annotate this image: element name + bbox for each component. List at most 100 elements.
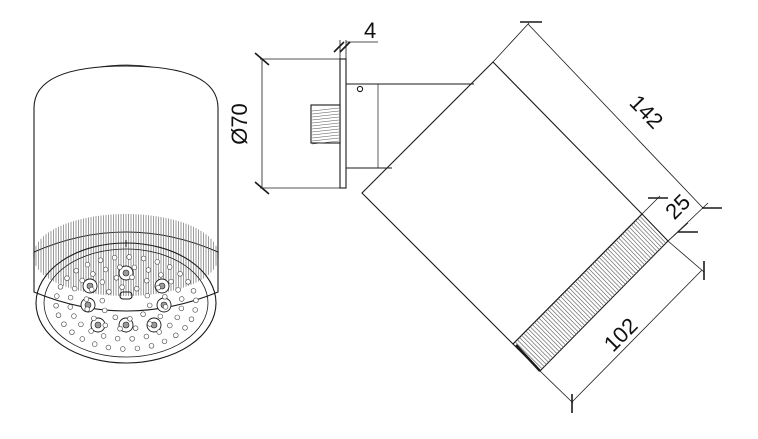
thread-lines (311, 107, 340, 145)
knurl-line (611, 244, 639, 272)
small-nozzle (71, 313, 77, 319)
small-nozzle (54, 293, 60, 299)
knurl-line (639, 215, 667, 244)
small-nozzle (140, 255, 147, 262)
knurl-line (529, 326, 558, 354)
small-nozzle (175, 287, 181, 293)
small-nozzle (84, 306, 90, 312)
knurl-line (521, 335, 549, 363)
knurl-line (514, 341, 543, 370)
knurl-line (622, 233, 650, 261)
knurl-line (517, 339, 545, 367)
knurl-line (527, 328, 556, 357)
small-nozzle (119, 284, 125, 290)
knurl-line (598, 257, 626, 285)
ring-ext-top (641, 195, 661, 215)
small-nozzle (179, 296, 185, 302)
small-nozzle (99, 279, 106, 285)
small-nozzle (131, 264, 138, 271)
small-nozzle (143, 333, 150, 340)
knurl-line (523, 332, 551, 361)
small-nozzle (117, 264, 123, 270)
thread-line (311, 110, 340, 115)
knurl-line (560, 296, 588, 324)
knurl-line (570, 285, 598, 313)
small-nozzle (162, 294, 168, 300)
flange-dim-tick-bottom (254, 181, 270, 195)
perspective-top-edge (99, 64, 153, 68)
small-nozzle (112, 314, 119, 320)
angled-knurl-lines (514, 215, 667, 370)
small-nozzle (134, 286, 140, 292)
knurl-line (615, 239, 643, 268)
knurl-line (555, 300, 583, 328)
small-nozzle (78, 321, 84, 328)
knurl-line (592, 263, 620, 292)
knurl-line (588, 267, 615, 296)
length-ext-top (492, 22, 530, 63)
thickness-tick-a (333, 41, 345, 53)
knurl-line (624, 231, 652, 259)
small-nozzle (140, 311, 146, 317)
knurl-line (609, 246, 637, 274)
knurl-line (631, 224, 658, 253)
small-nozzle (182, 325, 188, 331)
small-nozzle (111, 254, 118, 261)
small-nozzle (102, 266, 109, 273)
perspective-body-outline (33, 65, 219, 258)
small-nozzle (134, 345, 141, 352)
diameter-ext-bottom (539, 370, 574, 404)
knurl-line (613, 241, 641, 270)
small-nozzle (91, 315, 97, 322)
small-nozzle (91, 341, 98, 347)
small-nozzle (174, 314, 181, 321)
small-nozzle (71, 285, 78, 292)
small-nozzle (190, 288, 197, 294)
knurl-line (583, 272, 611, 300)
small-nozzle (79, 336, 86, 342)
small-nozzle (117, 326, 123, 332)
knurl-line (557, 298, 586, 326)
knurl-line (532, 324, 560, 352)
small-nozzle (154, 259, 161, 265)
angled-ring-shadow (515, 344, 541, 372)
small-nozzle (99, 297, 106, 304)
small-nozzle (114, 335, 121, 342)
small-nozzle (167, 264, 173, 270)
thickness-tick-b (339, 41, 351, 53)
small-nozzle (88, 286, 95, 293)
small-nozzle (185, 279, 191, 285)
small-nozzle (67, 294, 74, 301)
small-nozzle (64, 275, 70, 281)
small-nozzle (162, 304, 169, 310)
large-nozzle-core (122, 269, 130, 277)
small-nozzle (129, 336, 135, 342)
small-nozzle (126, 254, 132, 260)
thread-line (311, 119, 340, 124)
small-nozzle (84, 261, 91, 268)
diameter-ext-top (667, 240, 705, 273)
small-nozzle (156, 329, 162, 335)
diameter-dim-line (571, 269, 703, 403)
small-nozzle (193, 297, 199, 303)
diameter-label: 102 (599, 313, 643, 357)
knurl-line (519, 337, 547, 365)
small-nozzle (100, 333, 107, 339)
thread-line (311, 140, 340, 145)
thickness-label: 4 (364, 18, 376, 43)
knurl-line (620, 235, 647, 263)
knurl-line (585, 270, 613, 298)
small-nozzle (167, 322, 173, 329)
small-nozzle (129, 274, 135, 280)
thread-line (311, 134, 340, 139)
small-nozzle (158, 272, 164, 278)
small-nozzle (61, 321, 67, 327)
knurl-line (637, 218, 664, 246)
small-nozzle (120, 346, 126, 352)
small-nozzle (113, 275, 120, 281)
small-nozzle (53, 303, 59, 309)
knurl-line (568, 287, 596, 315)
knurl-line (590, 265, 618, 294)
knurl-line (538, 317, 566, 346)
